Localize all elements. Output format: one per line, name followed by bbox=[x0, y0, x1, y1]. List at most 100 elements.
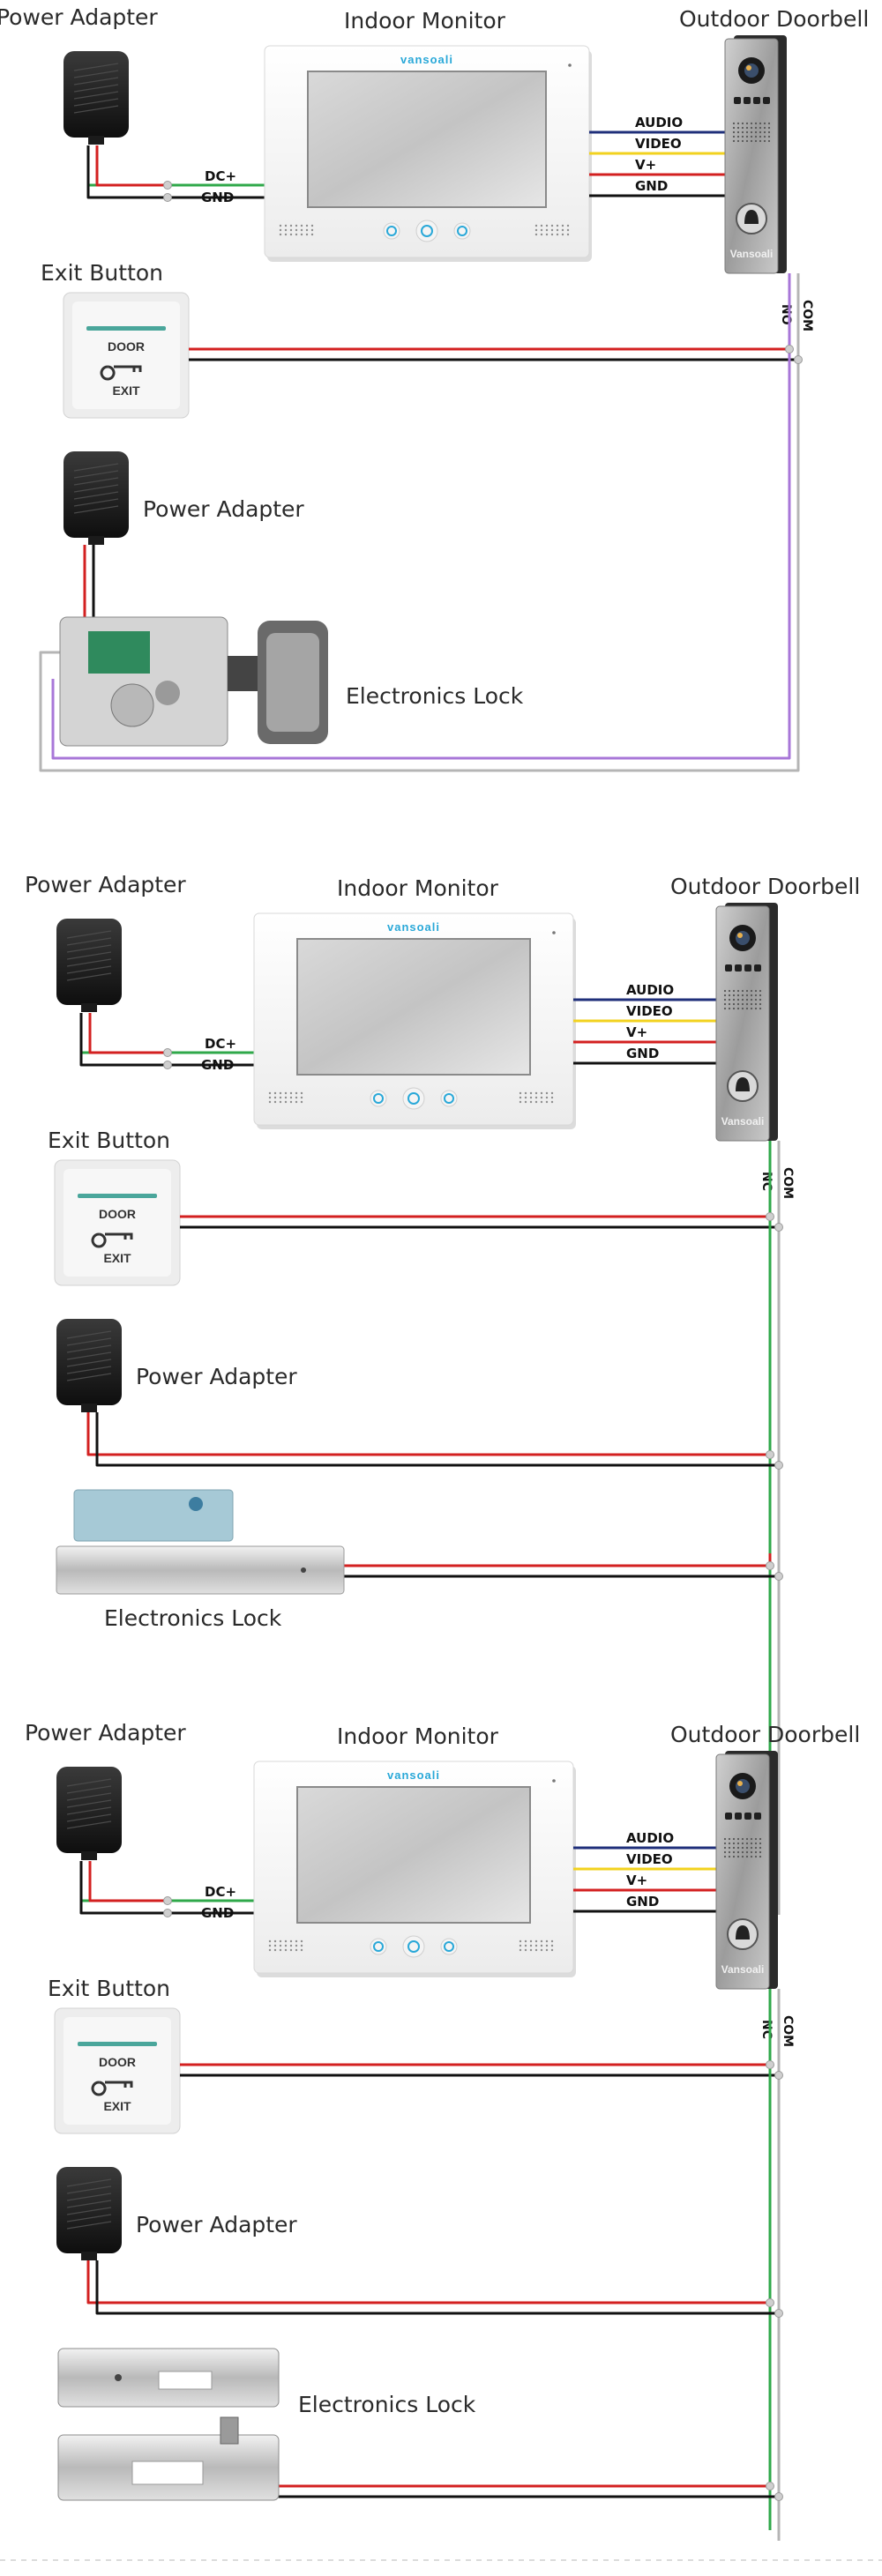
exit-button-exit-text: EXIT bbox=[112, 383, 140, 398]
adapter-texture-line bbox=[73, 477, 119, 486]
electronics-lock-label: Electronics Lock bbox=[346, 683, 524, 709]
adapter-plug-stub bbox=[81, 1403, 97, 1412]
adapter-plug-stub bbox=[88, 536, 104, 545]
monitor-mic-dot bbox=[552, 931, 556, 934]
monitor-call-button-icon[interactable] bbox=[415, 220, 438, 242]
speaker-grill-left-dot bbox=[279, 1096, 282, 1099]
adapter-texture-line bbox=[73, 98, 119, 107]
indoor-monitor: vansoali bbox=[253, 912, 576, 1129]
doorbell-speaker-dot bbox=[741, 135, 744, 138]
speaker-grill-right-dot bbox=[534, 233, 538, 236]
speaker-grill-left-dot bbox=[295, 1091, 298, 1095]
doorbell-brand-logo: Vansoali bbox=[721, 1115, 765, 1128]
doorbell-speaker-dot bbox=[728, 1002, 731, 1006]
wire-junction-dot bbox=[766, 1450, 774, 1459]
monitor-unlock-button-icon[interactable] bbox=[453, 222, 471, 240]
speaker-grill-right-dot bbox=[545, 1100, 549, 1104]
doorbell-ir-led bbox=[753, 97, 760, 104]
doorbell-speaker-dot bbox=[723, 1002, 727, 1006]
electronics-lock-label: Electronics Lock bbox=[298, 2392, 476, 2417]
maglock-armature-plate bbox=[73, 1489, 234, 1542]
speaker-grill-right-dot bbox=[534, 1096, 538, 1099]
monitor-call-button-glyph-icon bbox=[407, 1092, 420, 1105]
outdoor-doorbell-label: Outdoor Doorbell bbox=[679, 6, 869, 32]
adapter-texture-line bbox=[66, 1813, 112, 1822]
speaker-grill-left-dot bbox=[268, 1948, 272, 1952]
doorbell-speaker-dot bbox=[741, 998, 744, 1001]
speaker-grill-left-dot bbox=[300, 1944, 303, 1947]
speaker-grill-right-dot bbox=[550, 1948, 554, 1952]
motor-lock-bolt bbox=[228, 656, 263, 691]
doorbell-speaker-dot bbox=[745, 1855, 749, 1858]
adapter-texture-line bbox=[66, 1820, 112, 1829]
doorbell-speaker-dot bbox=[736, 1002, 740, 1006]
speaker-grill-left-dot bbox=[284, 228, 288, 232]
doorbell-speaker-dot bbox=[763, 126, 766, 130]
monitor-unlock-button-icon[interactable] bbox=[440, 1938, 458, 1955]
monitor-unlock-button-icon[interactable] bbox=[440, 1090, 458, 1107]
monitor-talk-button-icon[interactable] bbox=[370, 1090, 387, 1107]
speaker-grill-right-dot bbox=[540, 1944, 543, 1947]
doorbell-speaker-dot bbox=[732, 1842, 736, 1845]
adapter-texture-line bbox=[66, 1373, 112, 1381]
doorbell-speaker-dot bbox=[736, 1837, 740, 1841]
adapter-texture-line bbox=[66, 1351, 112, 1360]
speaker-grill-left-dot bbox=[273, 1096, 277, 1099]
speaker-grill-left-dot bbox=[284, 1944, 288, 1947]
adapter-texture-line bbox=[66, 2200, 112, 2208]
speaker-grill-right-dot bbox=[534, 1948, 538, 1952]
speaker-grill-left-dot bbox=[289, 233, 293, 236]
adapter-texture-line bbox=[66, 958, 112, 967]
monitor-unlock-button-glyph-icon bbox=[444, 1941, 454, 1952]
magnetic-electronics-lock bbox=[56, 1489, 345, 1595]
monitor-talk-button-icon[interactable] bbox=[370, 1938, 387, 1955]
doorbell-speaker-dot bbox=[732, 1837, 736, 1841]
speaker-grill-right-dot bbox=[529, 1939, 533, 1943]
adapter-texture-line bbox=[73, 105, 119, 114]
speaker-grill-right-dot bbox=[519, 1939, 522, 1943]
doorbell-terminal-com: COM bbox=[781, 2015, 795, 2047]
doorbell-speaker-dot bbox=[754, 1846, 758, 1850]
doorbell-ir-led bbox=[744, 97, 751, 104]
speaker-grill-right-dot bbox=[534, 1100, 538, 1104]
monitor-screen bbox=[298, 1788, 529, 1922]
doorbell-ir-led bbox=[763, 97, 770, 104]
monitor-talk-button-icon[interactable] bbox=[383, 222, 400, 240]
speaker-grill-right-dot bbox=[524, 1100, 527, 1104]
speaker-grill-left-dot bbox=[289, 1100, 293, 1104]
doorbell-speaker-dot bbox=[728, 1846, 731, 1850]
power-adapter-monitor bbox=[56, 1767, 122, 1860]
wire-junction-dot bbox=[774, 2309, 783, 2318]
speaker-grill-right-dot bbox=[540, 1091, 543, 1095]
adapter-body bbox=[56, 2167, 122, 2253]
monitor-mic-dot bbox=[552, 1779, 556, 1783]
doorbell-speaker-dot bbox=[754, 1855, 758, 1858]
speaker-grill-left-dot bbox=[300, 228, 303, 232]
motor-lock-strike-face bbox=[266, 633, 319, 732]
doorbell-speaker-dot bbox=[728, 998, 731, 1001]
exit-button-indicator-bar bbox=[78, 1194, 157, 1198]
monitor-unlock-button-glyph-icon bbox=[457, 226, 467, 236]
lock-power-adapter-label: Power Adapter bbox=[136, 1364, 297, 1389]
doorbell-speaker-dot bbox=[741, 1850, 744, 1854]
doorbell-speaker-dot bbox=[750, 130, 753, 134]
monitor-call-button-icon[interactable] bbox=[402, 1087, 425, 1110]
speaker-grill-right-dot bbox=[566, 233, 570, 236]
dc-plus-wire bbox=[86, 145, 265, 187]
monitor-call-button-icon[interactable] bbox=[402, 1935, 425, 1958]
adapter-texture-line bbox=[66, 1799, 112, 1808]
adapter-texture-line bbox=[66, 965, 112, 974]
maglock-led bbox=[301, 1567, 306, 1573]
speaker-grill-right-dot bbox=[534, 1091, 538, 1095]
doorbell-terminal-nc-no: NO bbox=[779, 304, 793, 325]
adapter-texture-line bbox=[66, 1359, 112, 1367]
doorbell-speaker-dot bbox=[745, 122, 749, 125]
adapter-plug-stub bbox=[88, 136, 104, 145]
electronics-lock-label: Electronics Lock bbox=[104, 1605, 282, 1631]
adapter-texture-line bbox=[66, 944, 112, 953]
doorbell-speaker-dot bbox=[745, 1002, 749, 1006]
bolt-lock-spec-sticker bbox=[158, 2371, 213, 2390]
exit-button-label: Exit Button bbox=[41, 260, 163, 286]
doorbell-speaker-dot bbox=[759, 1837, 762, 1841]
